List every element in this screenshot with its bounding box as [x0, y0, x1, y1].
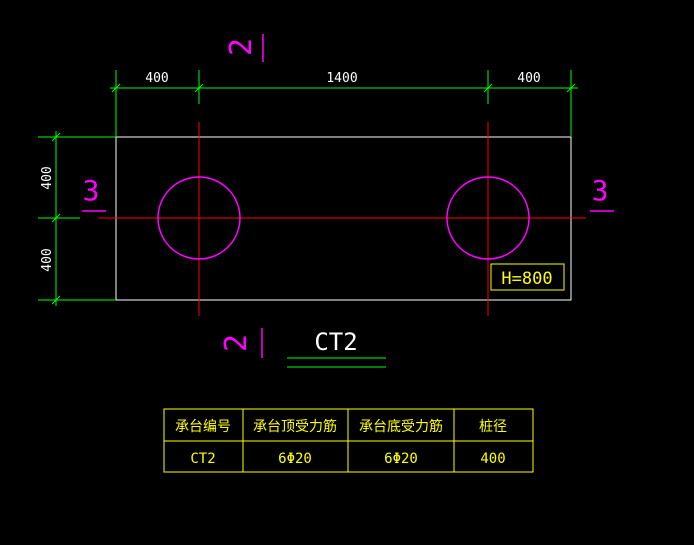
table-header-pile-diameter: 桩径 — [479, 418, 507, 435]
table-cell-bottom-rebar: 6Φ20 — [384, 451, 418, 467]
right-pile-circle — [446, 176, 530, 260]
svg-text:2: 2 — [219, 334, 254, 352]
table-cell-top-rebar: 6Φ20 — [278, 451, 312, 467]
table-cell-pile-diameter: 400 — [480, 451, 505, 467]
top-dimension — [110, 70, 578, 137]
table-header-top-rebar: 承台顶受力筋 — [253, 418, 337, 435]
dim-top-middle: 1400 — [326, 71, 357, 86]
section-mark-right: 3 — [590, 174, 614, 212]
svg-text:3: 3 — [592, 174, 609, 207]
svg-text:3: 3 — [83, 174, 100, 207]
left-pile-circle — [157, 176, 241, 260]
height-label: H=800 — [501, 269, 552, 289]
table-header-bottom-rebar: 承台底受力筋 — [359, 418, 443, 435]
height-label-box — [490, 263, 565, 291]
rebar-table — [163, 408, 534, 473]
dim-left-upper: 400 — [40, 166, 55, 189]
table-cell-cap-id: CT2 — [190, 451, 215, 467]
section-mark-bottom: 2 — [219, 328, 263, 358]
drawing-title: CT2 — [314, 328, 357, 356]
section-mark-left: 3 — [82, 174, 106, 212]
left-dimension — [38, 131, 116, 306]
table-header-cap-id: 承台编号 — [175, 419, 231, 435]
section-mark-top: 2 — [224, 34, 264, 62]
dim-top-right: 400 — [517, 71, 540, 86]
svg-text:2: 2 — [224, 38, 259, 56]
dim-top-left: 400 — [145, 71, 168, 86]
dim-left-lower: 400 — [40, 248, 55, 271]
